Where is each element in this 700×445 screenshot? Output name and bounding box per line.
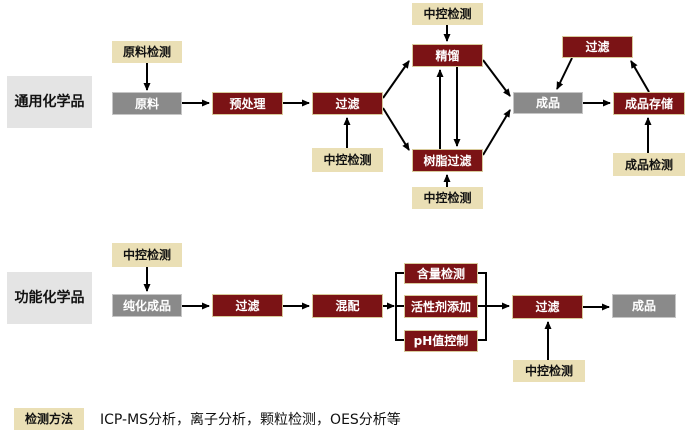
group-bracket-left	[395, 272, 404, 341]
arrow-resin-to-product1	[482, 109, 511, 156]
node-filtration-3: 过滤	[512, 295, 583, 319]
legend-label: 检测方法	[14, 408, 84, 430]
node-inprocess-inspection-4: 中控检测	[513, 360, 585, 382]
row-label-general-chemicals: 通用化学品	[7, 76, 92, 128]
node-finished-product-1: 成品	[513, 92, 583, 114]
legend-methods-text: ICP-MS分析，离子分析，颗粒检测，OES分析等	[100, 412, 401, 428]
row-label-functional-chemicals: 功能化学品	[7, 272, 92, 324]
arrow-filter1-to-resin	[382, 107, 410, 151]
arrow-filter1-to-distill	[382, 60, 410, 99]
arrow-storage-to-filterloop	[630, 60, 650, 93]
node-inprocess-inspection-1: 中控检测	[312, 148, 383, 172]
node-pretreatment: 预处理	[212, 92, 283, 115]
node-inprocess-inspection-3: 中控检测	[112, 243, 182, 267]
node-ph-control: pH值控制	[404, 330, 478, 352]
node-filtration-1: 过滤	[312, 92, 383, 115]
group-bracket-right	[478, 272, 487, 341]
node-inprocess-inspection-2: 中控检测	[412, 187, 483, 209]
node-mixing: 混配	[312, 294, 383, 318]
node-finished-product-2: 成品	[612, 294, 676, 318]
node-content-testing: 含量检测	[404, 263, 478, 284]
arrow-distill-to-product1	[482, 59, 511, 97]
node-surfactant-addition: 活性剂添加	[404, 295, 478, 318]
node-filtration-loop: 过滤	[562, 36, 633, 58]
node-purified-product: 纯化成品	[112, 294, 182, 317]
node-raw-material: 原料	[112, 92, 182, 115]
node-filtration-2: 过滤	[212, 294, 283, 317]
node-raw-material-inspection: 原料检测	[112, 41, 182, 63]
node-resin-filtration: 树脂过滤	[412, 149, 483, 172]
node-distillation: 精馏	[412, 44, 483, 67]
node-inprocess-inspection-top: 中控检测	[412, 3, 483, 25]
node-product-inspection: 成品检测	[613, 153, 685, 176]
node-product-storage: 成品存储	[613, 92, 685, 115]
arrow-filterloop-to-product1	[556, 57, 573, 90]
